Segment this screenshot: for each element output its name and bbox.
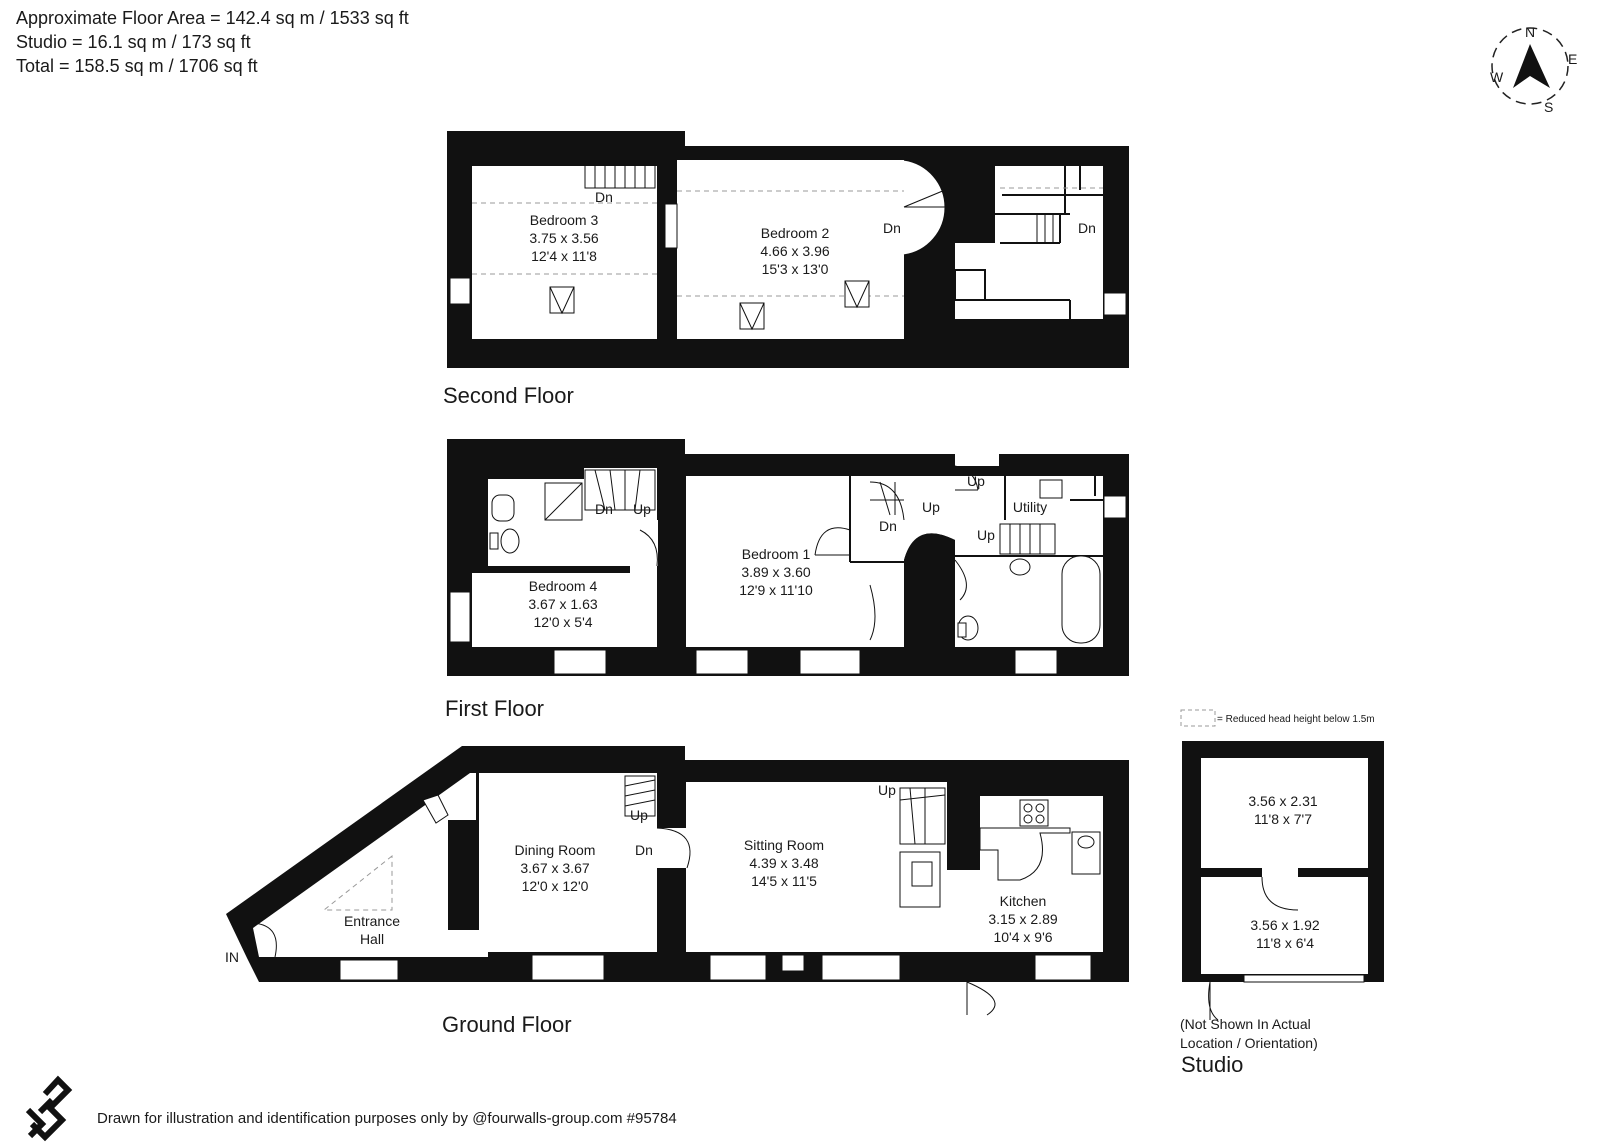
stairs-dn-label: Dn: [879, 518, 897, 534]
stairs-dn-label: Dn: [883, 220, 901, 236]
stairs-up-label: Up: [630, 807, 648, 823]
hall-line1: Entrance: [344, 913, 400, 929]
stairs-dn-label: Dn: [1078, 220, 1096, 236]
kitchen-metric: 3.15 x 2.89: [988, 911, 1057, 927]
bedroom2-metric: 4.66 x 3.96: [760, 243, 829, 259]
stairs-icon: [584, 469, 1056, 555]
bedroom3-imperial: 12'4 x 11'8: [531, 248, 597, 264]
legend-text: = Reduced head height below 1.5m: [1217, 714, 1375, 725]
stairs-dn-label: Dn: [595, 189, 613, 205]
sitting-imperial: 14'5 x 11'5: [751, 873, 817, 889]
bedroom2-imperial: 15'3 x 13'0: [762, 261, 829, 277]
dining-name: Dining Room: [515, 842, 596, 858]
total-area-line: Total = 158.5 sq m / 1706 sq ft: [16, 56, 258, 76]
stairs-dn-label: Dn: [595, 501, 613, 517]
studio-area-line: Studio = 16.1 sq m / 173 sq ft: [16, 32, 251, 52]
studio-a-metric: 3.56 x 2.31: [1248, 793, 1317, 809]
dining-imperial: 12'0 x 12'0: [522, 878, 589, 894]
stairs-up-label: Up: [967, 473, 985, 489]
compass-icon: N E S W: [1490, 24, 1577, 115]
stairs-up-label: Up: [977, 527, 995, 543]
ground-floor-plan: Entrance Hall Dining Room 3.67 x 3.67 12…: [225, 746, 1129, 1037]
studio-plan: 3.56 x 2.31 11'8 x 7'7 3.56 x 1.92 11'8 …: [1180, 741, 1384, 1077]
stairs-dn-label: Dn: [635, 842, 653, 858]
kitchen-name: Kitchen: [1000, 893, 1047, 909]
hall-line2: Hall: [360, 931, 384, 947]
legend: = Reduced head height below 1.5m: [1180, 709, 1375, 727]
bedroom2-name: Bedroom 2: [761, 225, 830, 241]
studio-title: Studio: [1181, 1052, 1243, 1077]
kitchen-imperial: 10'4 x 9'6: [993, 929, 1052, 945]
utility-name: Utility: [1013, 499, 1047, 515]
entrance-in-label: IN: [225, 949, 239, 965]
bedroom1-name: Bedroom 1: [742, 546, 811, 562]
studio-a-imperial: 11'8 x 7'7: [1254, 811, 1312, 827]
compass-n: N: [1525, 24, 1535, 40]
stairs-icon: [624, 775, 946, 845]
stairs-up-label: Up: [633, 501, 651, 517]
floor-area-line: Approximate Floor Area = 142.4 sq m / 15…: [16, 8, 409, 28]
studio-b-metric: 3.56 x 1.92: [1250, 917, 1319, 933]
studio-b-imperial: 11'8 x 6'4: [1256, 935, 1314, 951]
compass-s: S: [1544, 99, 1553, 115]
stairs-icon: [584, 149, 656, 189]
second-floor-plan: Bedroom 3 3.75 x 3.56 12'4 x 11'8 Bedroo…: [443, 131, 1129, 408]
bedroom4-name: Bedroom 4: [529, 578, 598, 594]
kitchen-units-icon: [979, 799, 1101, 881]
first-floor-title: First Floor: [445, 696, 544, 721]
stairs-up-label: Up: [878, 782, 896, 798]
sitting-metric: 4.39 x 3.48: [749, 855, 818, 871]
bedroom3-metric: 3.75 x 3.56: [529, 230, 598, 246]
bedroom4-metric: 3.67 x 1.63: [528, 596, 597, 612]
ground-floor-title: Ground Floor: [442, 1012, 572, 1037]
bedroom4-imperial: 12'0 x 5'4: [533, 614, 592, 630]
studio-note-line1: (Not Shown In Actual: [1180, 1016, 1311, 1032]
bathroom-fixtures-icon: [489, 479, 1101, 644]
skylight-icon: [549, 280, 870, 331]
footer-disclaimer: Drawn for illustration and identificatio…: [97, 1110, 677, 1127]
sitting-name: Sitting Room: [744, 837, 824, 853]
compass-w: W: [1490, 69, 1504, 85]
second-floor-title: Second Floor: [443, 383, 574, 408]
bedroom1-imperial: 12'9 x 11'10: [739, 582, 813, 598]
first-floor-plan: Bedroom 4 3.67 x 1.63 12'0 x 5'4 Bedroom…: [445, 439, 1129, 721]
bedroom1-metric: 3.89 x 3.60: [741, 564, 810, 580]
dining-metric: 3.67 x 3.67: [520, 860, 589, 876]
studio-note-line2: Location / Orientation): [1180, 1035, 1318, 1051]
compass-e: E: [1568, 51, 1577, 67]
bedroom3-name: Bedroom 3: [530, 212, 599, 228]
stairs-up-label: Up: [922, 499, 940, 515]
fourwalls-logo-icon: [25, 1075, 73, 1142]
